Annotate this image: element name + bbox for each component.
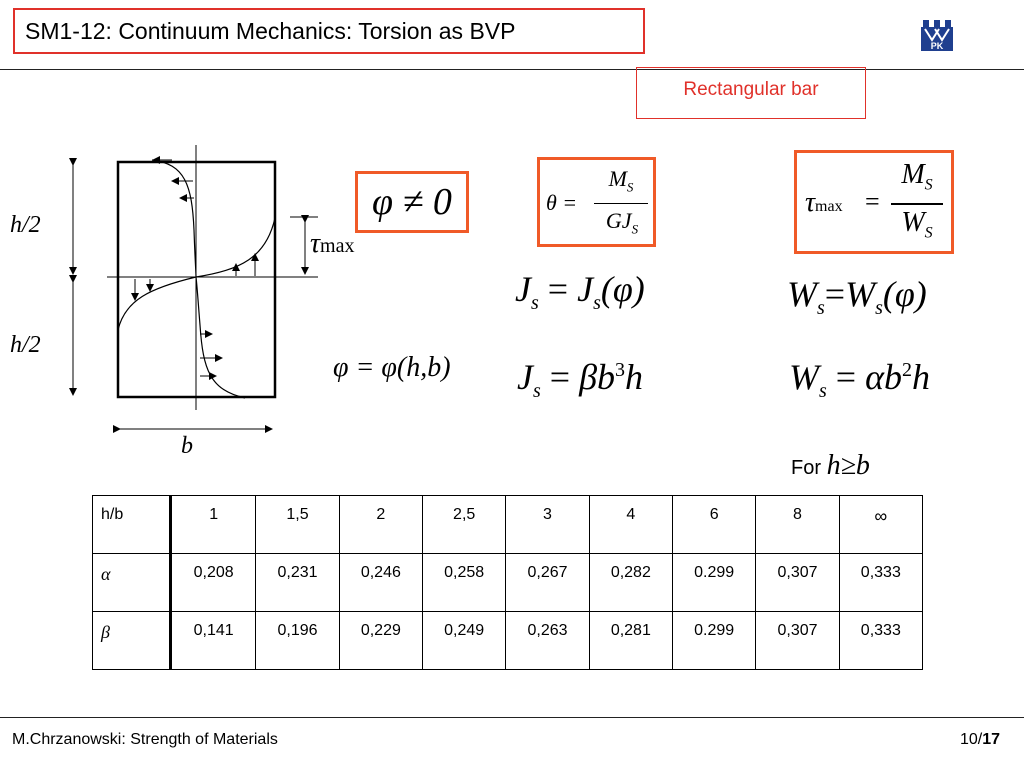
table-cell: 0,281 bbox=[588, 611, 674, 670]
table-cell: 0,196 bbox=[255, 611, 340, 670]
table-cell: 0,141 bbox=[168, 611, 257, 670]
table-cell: 0,307 bbox=[755, 611, 840, 670]
table-cell: ∞ bbox=[838, 495, 924, 554]
topic-tag: Rectangular bar bbox=[636, 67, 866, 119]
table-cell: 0,333 bbox=[838, 553, 924, 612]
logo-text: PK bbox=[931, 41, 944, 51]
table-cell: 2,5 bbox=[422, 495, 507, 554]
stress-diagram bbox=[69, 145, 318, 433]
label-h-half-top: h/2 bbox=[10, 212, 41, 238]
table-cell: 3 bbox=[505, 495, 590, 554]
footer-rule bbox=[0, 717, 1024, 718]
theta-formula: θ = MS GJS bbox=[537, 157, 656, 247]
ws-alpha-formula: Ws = αb2h bbox=[789, 357, 931, 403]
table-cell: 0,263 bbox=[505, 611, 590, 670]
table-cell: 0,249 bbox=[422, 611, 507, 670]
university-logo: PK bbox=[920, 18, 954, 52]
condition-label: For h≥b bbox=[791, 450, 870, 481]
table-cell: 0,307 bbox=[755, 553, 840, 612]
table-cell: 0,208 bbox=[168, 553, 257, 612]
table-cell: 1 bbox=[168, 495, 257, 554]
table-cell: 0,246 bbox=[338, 553, 424, 612]
label-tau-max: τmax bbox=[310, 228, 355, 259]
js-beta-formula: Js = βb3h bbox=[517, 357, 644, 403]
footer-author: M.Chrzanowski: Strength of Materials bbox=[12, 731, 278, 748]
tau-max-formula: τmax = MS WS bbox=[794, 150, 954, 254]
table-cell: 6 bbox=[671, 495, 757, 554]
table-cell: 0,229 bbox=[338, 611, 424, 670]
table-row-header: h/b bbox=[92, 495, 171, 554]
table-cell: 0.299 bbox=[671, 553, 757, 612]
table-cell: 0.299 bbox=[671, 611, 757, 670]
table-cell: 1,5 bbox=[255, 495, 340, 554]
header-rule bbox=[0, 69, 1024, 70]
table-cell: 0,258 bbox=[422, 553, 507, 612]
table-row-header: β bbox=[92, 611, 171, 670]
ws-phi-formula: Ws=Ws(φ) bbox=[787, 274, 927, 320]
label-width-b: b bbox=[181, 433, 193, 459]
label-h-half-bottom: h/2 bbox=[10, 332, 41, 358]
table-cell: 0,282 bbox=[588, 553, 674, 612]
js-phi-formula: Js = Js(φ) bbox=[515, 269, 645, 315]
phi-dependence-formula: φ = φ(h,b) bbox=[333, 352, 451, 383]
slide-title: SM1-12: Continuum Mechanics: Torsion as … bbox=[13, 8, 645, 54]
table-cell: 2 bbox=[338, 495, 424, 554]
table-cell: 0,231 bbox=[255, 553, 340, 612]
page-number: 10/17 bbox=[960, 731, 1001, 748]
table-cell: 4 bbox=[588, 495, 674, 554]
table-cell: 0,267 bbox=[505, 553, 590, 612]
table-row-header: α bbox=[92, 553, 171, 612]
phi-nonzero-formula: φ ≠ 0 bbox=[355, 171, 469, 233]
table-cell: 8 bbox=[755, 495, 840, 554]
table-cell: 0,333 bbox=[838, 611, 924, 670]
